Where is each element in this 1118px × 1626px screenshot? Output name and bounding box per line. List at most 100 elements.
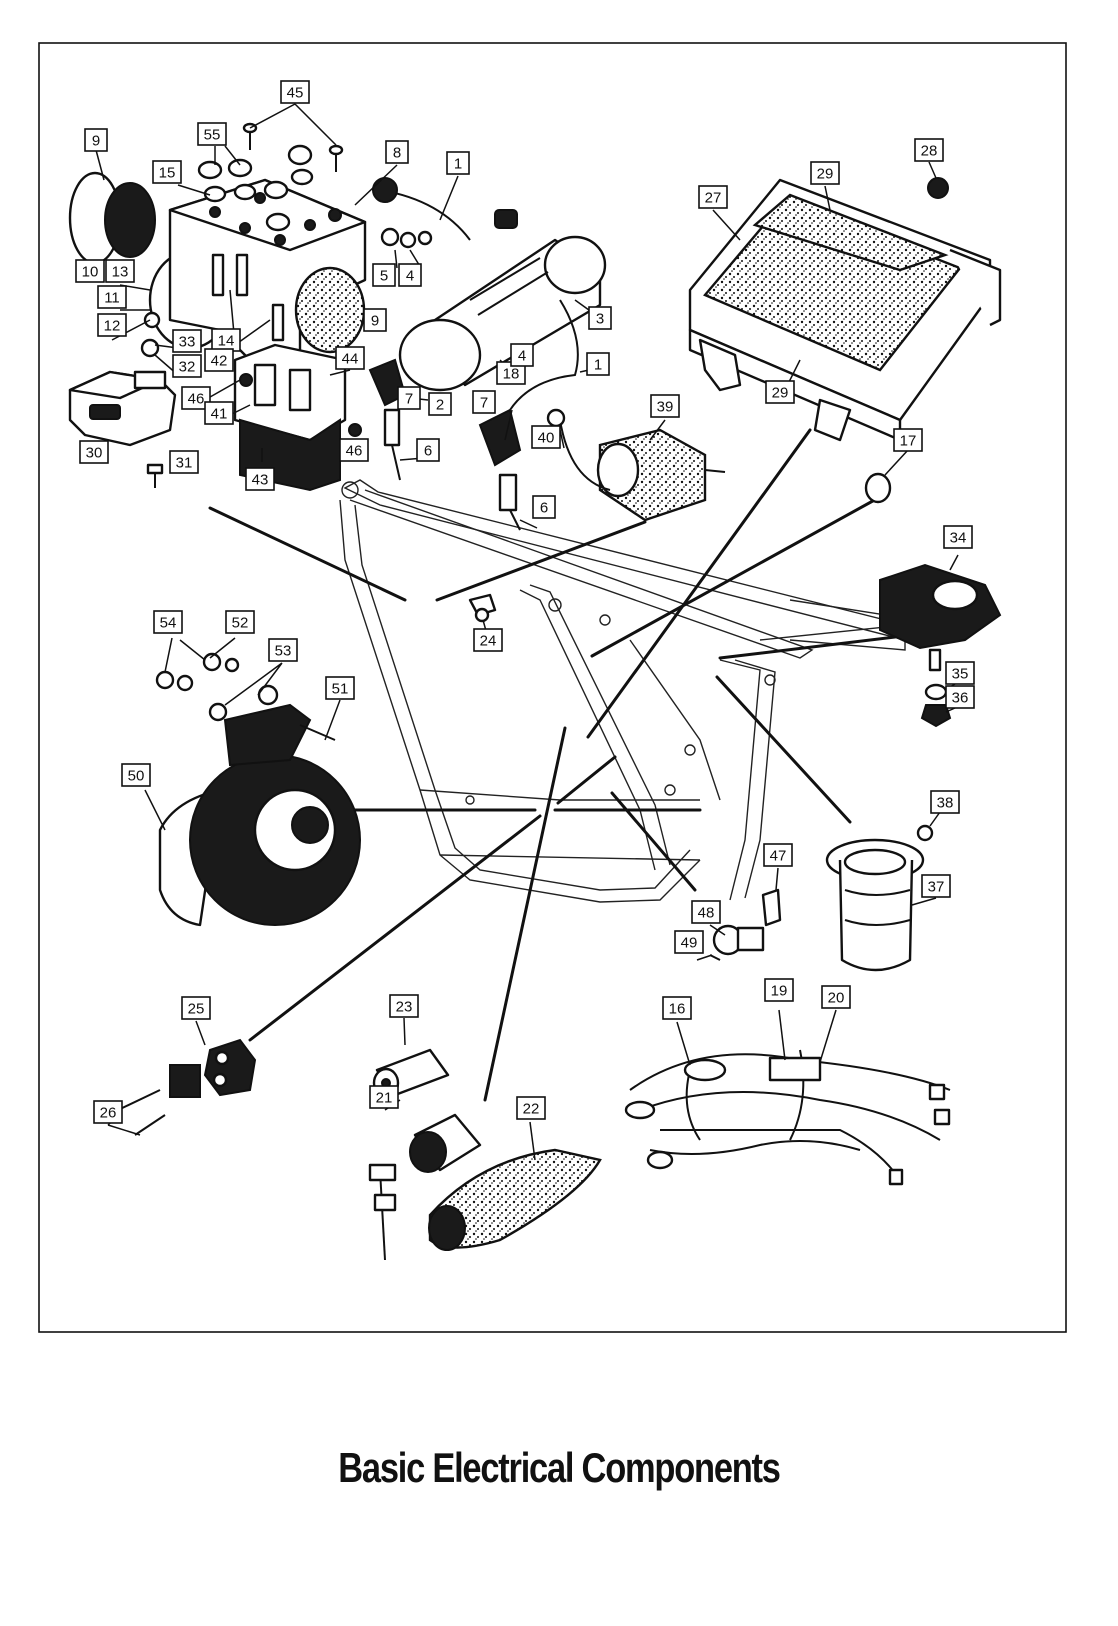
- callout-6: 6: [416, 438, 440, 462]
- callout-4: 4: [510, 343, 534, 367]
- pointer-lines: [208, 428, 897, 1102]
- callout-43: 43: [245, 467, 275, 491]
- svg-text:33: 33: [179, 334, 196, 351]
- svg-text:31: 31: [176, 455, 193, 472]
- callout-42: 42: [204, 348, 234, 372]
- callout-32: 32: [172, 354, 202, 378]
- svg-text:45: 45: [287, 85, 304, 102]
- callout-34: 34: [943, 525, 973, 549]
- svg-text:18: 18: [503, 366, 520, 383]
- callout-2: 2: [428, 392, 452, 416]
- callout-17: 17: [893, 428, 923, 452]
- svg-text:8: 8: [393, 145, 401, 162]
- callout-9: 9: [363, 308, 387, 332]
- battery-box: [825, 824, 934, 972]
- callout-39: 39: [650, 394, 680, 418]
- svg-text:25: 25: [188, 1001, 205, 1018]
- svg-text:28: 28: [921, 143, 938, 160]
- svg-text:46: 46: [346, 443, 363, 460]
- battery-carrier: [688, 178, 1002, 442]
- relay-unit: [879, 563, 1002, 728]
- svg-text:46: 46: [188, 391, 205, 408]
- callout-4: 4: [398, 263, 422, 287]
- callout-16: 16: [662, 996, 692, 1020]
- svg-text:29: 29: [772, 385, 789, 402]
- svg-text:54: 54: [160, 615, 177, 632]
- svg-text:32: 32: [179, 359, 196, 376]
- ignition-coil: [368, 177, 607, 531]
- svg-text:11: 11: [104, 290, 120, 307]
- callout-21: 21: [369, 1085, 399, 1109]
- callout-29: 29: [810, 161, 840, 185]
- svg-text:44: 44: [342, 351, 359, 368]
- callout-52: 52: [225, 610, 255, 634]
- switch-cover-opening: [428, 1205, 466, 1251]
- svg-text:42: 42: [211, 353, 228, 370]
- svg-text:26: 26: [100, 1105, 117, 1122]
- callout-53: 53: [268, 638, 298, 662]
- horn: [155, 652, 361, 927]
- exploded-parts-diagram: 4555915812829275410131112391433424432184…: [38, 42, 1067, 1333]
- svg-text:5: 5: [380, 268, 388, 285]
- svg-text:6: 6: [540, 500, 548, 517]
- headlamp-assembly: [68, 122, 367, 372]
- svg-text:41: 41: [211, 406, 228, 423]
- callout-38: 38: [930, 790, 960, 814]
- voltage-regulator: [233, 343, 362, 492]
- callout-46: 46: [339, 438, 369, 462]
- callout-22: 22: [516, 1096, 546, 1120]
- callout-28: 28: [914, 138, 944, 162]
- svg-text:20: 20: [828, 990, 845, 1007]
- callout-49: 49: [674, 930, 704, 954]
- svg-text:38: 38: [937, 795, 954, 812]
- callout-1: 1: [586, 352, 610, 376]
- page-title: Basic Electrical Components: [338, 1444, 781, 1491]
- callout-35: 35: [945, 661, 975, 685]
- switch-cover: [428, 1148, 602, 1249]
- svg-text:23: 23: [396, 999, 413, 1016]
- svg-text:16: 16: [669, 1001, 686, 1018]
- wiring-harness: [624, 1049, 951, 1186]
- callout-54: 54: [153, 610, 183, 634]
- svg-text:10: 10: [82, 264, 99, 281]
- callout-46: 46: [181, 386, 211, 410]
- svg-text:49: 49: [681, 935, 698, 952]
- diagram-border: [38, 42, 1067, 1333]
- callout-9: 9: [84, 128, 108, 152]
- svg-text:35: 35: [952, 666, 969, 683]
- callout-27: 27: [698, 185, 728, 209]
- callout-19: 19: [764, 978, 794, 1002]
- callout-29: 29: [765, 380, 795, 404]
- svg-text:47: 47: [770, 848, 787, 865]
- earth-lug: [468, 593, 497, 623]
- svg-text:1: 1: [594, 357, 602, 374]
- callout-44: 44: [335, 346, 365, 370]
- callout-51: 51: [325, 676, 355, 700]
- callout-20: 20: [821, 985, 851, 1009]
- callout-7: 7: [397, 386, 421, 410]
- callout-23: 23: [389, 994, 419, 1018]
- svg-text:52: 52: [232, 615, 249, 632]
- svg-text:21: 21: [376, 1090, 393, 1107]
- callout-37: 37: [921, 874, 951, 898]
- svg-text:36: 36: [952, 690, 969, 707]
- callout-26: 26: [93, 1100, 123, 1124]
- svg-text:50: 50: [128, 768, 145, 785]
- callout-11: 11: [97, 285, 127, 309]
- svg-text:53: 53: [275, 643, 292, 660]
- dip-switch-assembly: [68, 311, 177, 488]
- condenser: [546, 408, 726, 522]
- svg-text:7: 7: [480, 395, 488, 412]
- callout-50: 50: [121, 763, 151, 787]
- svg-text:37: 37: [928, 879, 945, 896]
- callout-3: 3: [588, 306, 612, 330]
- callout-18: 18: [496, 361, 526, 385]
- callout-45: 45: [280, 80, 310, 104]
- callout-41: 41: [204, 401, 234, 425]
- callout-47: 47: [763, 843, 793, 867]
- lighting-switch: [117, 1038, 257, 1136]
- svg-text:14: 14: [218, 333, 235, 350]
- svg-text:48: 48: [698, 905, 715, 922]
- callout-36: 36: [945, 685, 975, 709]
